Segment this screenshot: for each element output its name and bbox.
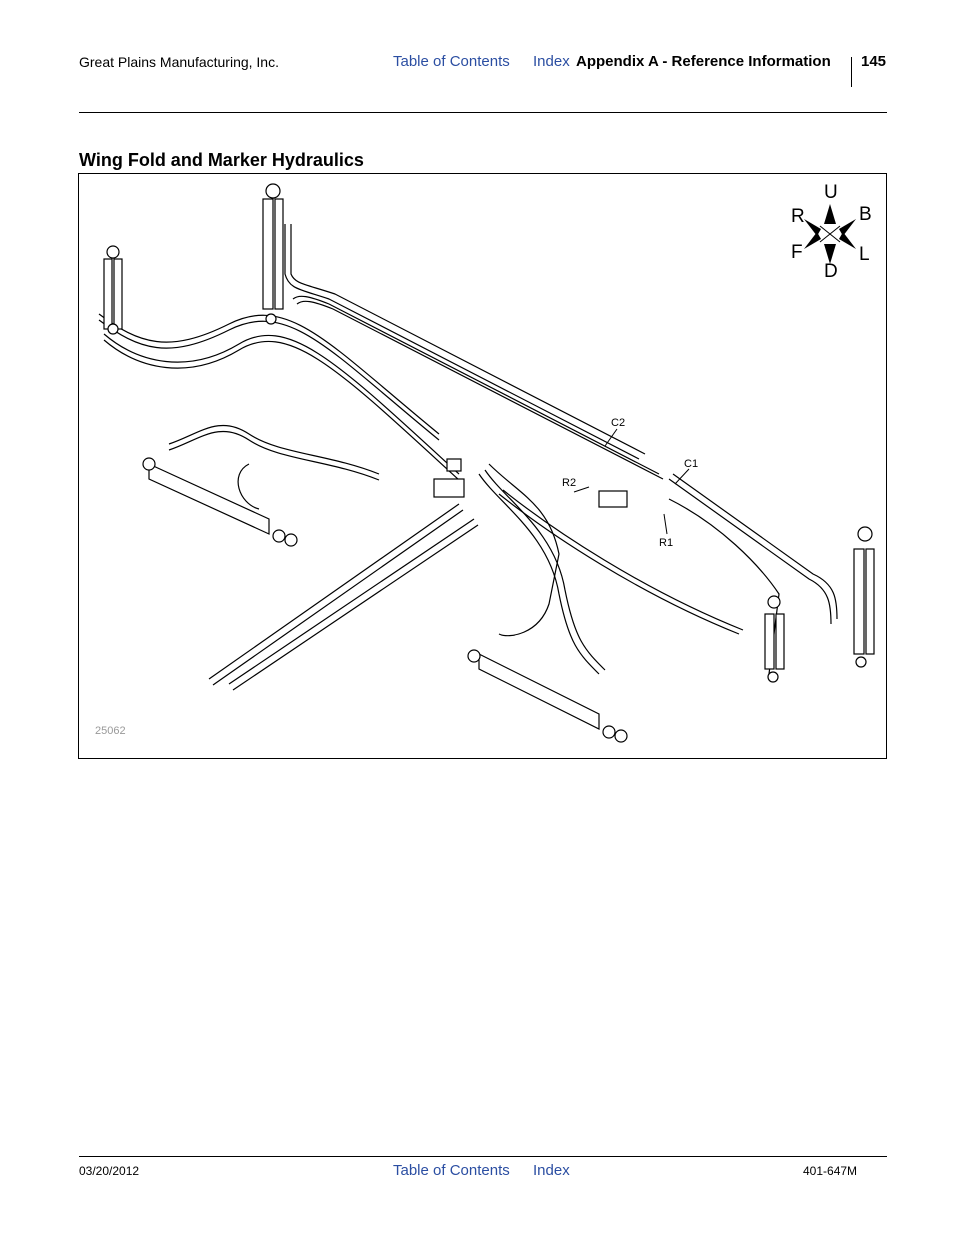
page-title: Wing Fold and Marker Hydraulics (79, 150, 364, 170)
cylinder-left-horizontal (148, 463, 270, 535)
compass-front: F (791, 242, 803, 263)
hose-lower-center (478, 473, 600, 675)
callout-leaders (573, 428, 690, 535)
callout-r1: R1 (659, 537, 673, 549)
valve-block-right (598, 490, 628, 508)
doc-number: 401-647M (803, 1164, 858, 1178)
compass-left: L (859, 244, 870, 265)
section-title: Appendix A - Reference Information (576, 53, 831, 70)
company-name: Great Plains Manufacturing, Inc. (79, 54, 279, 70)
hose-diag-b (228, 518, 475, 685)
hose-c1 (668, 478, 832, 625)
header-divider (851, 57, 852, 87)
footer-index-link[interactable]: Index (533, 1162, 570, 1179)
cylinder-right-lower (764, 613, 775, 670)
hydraulics-diagram: C2 C1 R2 R1 U R B F L D 25062 (95, 182, 875, 743)
hose-upper-cyl-a (284, 224, 640, 460)
compass-down: D (824, 261, 838, 282)
compass-right: R (791, 206, 805, 227)
hose-upper-cyl-b (292, 295, 660, 475)
cylinder-lower-center (478, 653, 600, 730)
hose-left-horiz (168, 424, 380, 475)
cylinder-left-1 (103, 258, 113, 330)
hose-r1 (668, 498, 780, 675)
callout-c1: C1 (684, 458, 698, 470)
hose-diag-a (208, 503, 460, 680)
hose-left-lower (103, 333, 460, 475)
orientation-compass: U R B F L D (791, 182, 872, 282)
header-toc-link[interactable]: Table of Contents (393, 53, 510, 70)
cylinder-right-tall (853, 548, 865, 655)
page-number: 145 (861, 53, 887, 70)
hydraulics-figure: C2 C1 R2 R1 U R B F L D 25062 (78, 173, 887, 759)
footer-rule (79, 1156, 887, 1157)
valve-block-center (433, 478, 465, 498)
footer-toc-link[interactable]: Table of Contents (393, 1162, 510, 1179)
cylinder-upper-tall (262, 198, 274, 310)
header-index-link[interactable]: Index (533, 53, 570, 70)
figure-number: 25062 (95, 725, 126, 737)
callout-r2: R2 (562, 477, 576, 489)
cylinders (103, 183, 875, 743)
header-rule (79, 112, 887, 113)
hose-right-lower (498, 493, 740, 635)
compass-up: U (824, 182, 838, 203)
callout-c2: C2 (611, 417, 625, 429)
compass-back: B (859, 204, 872, 225)
hose-lines (98, 224, 838, 691)
hose-left-upper (98, 313, 440, 435)
footer-date: 03/20/2012 (79, 1164, 140, 1178)
